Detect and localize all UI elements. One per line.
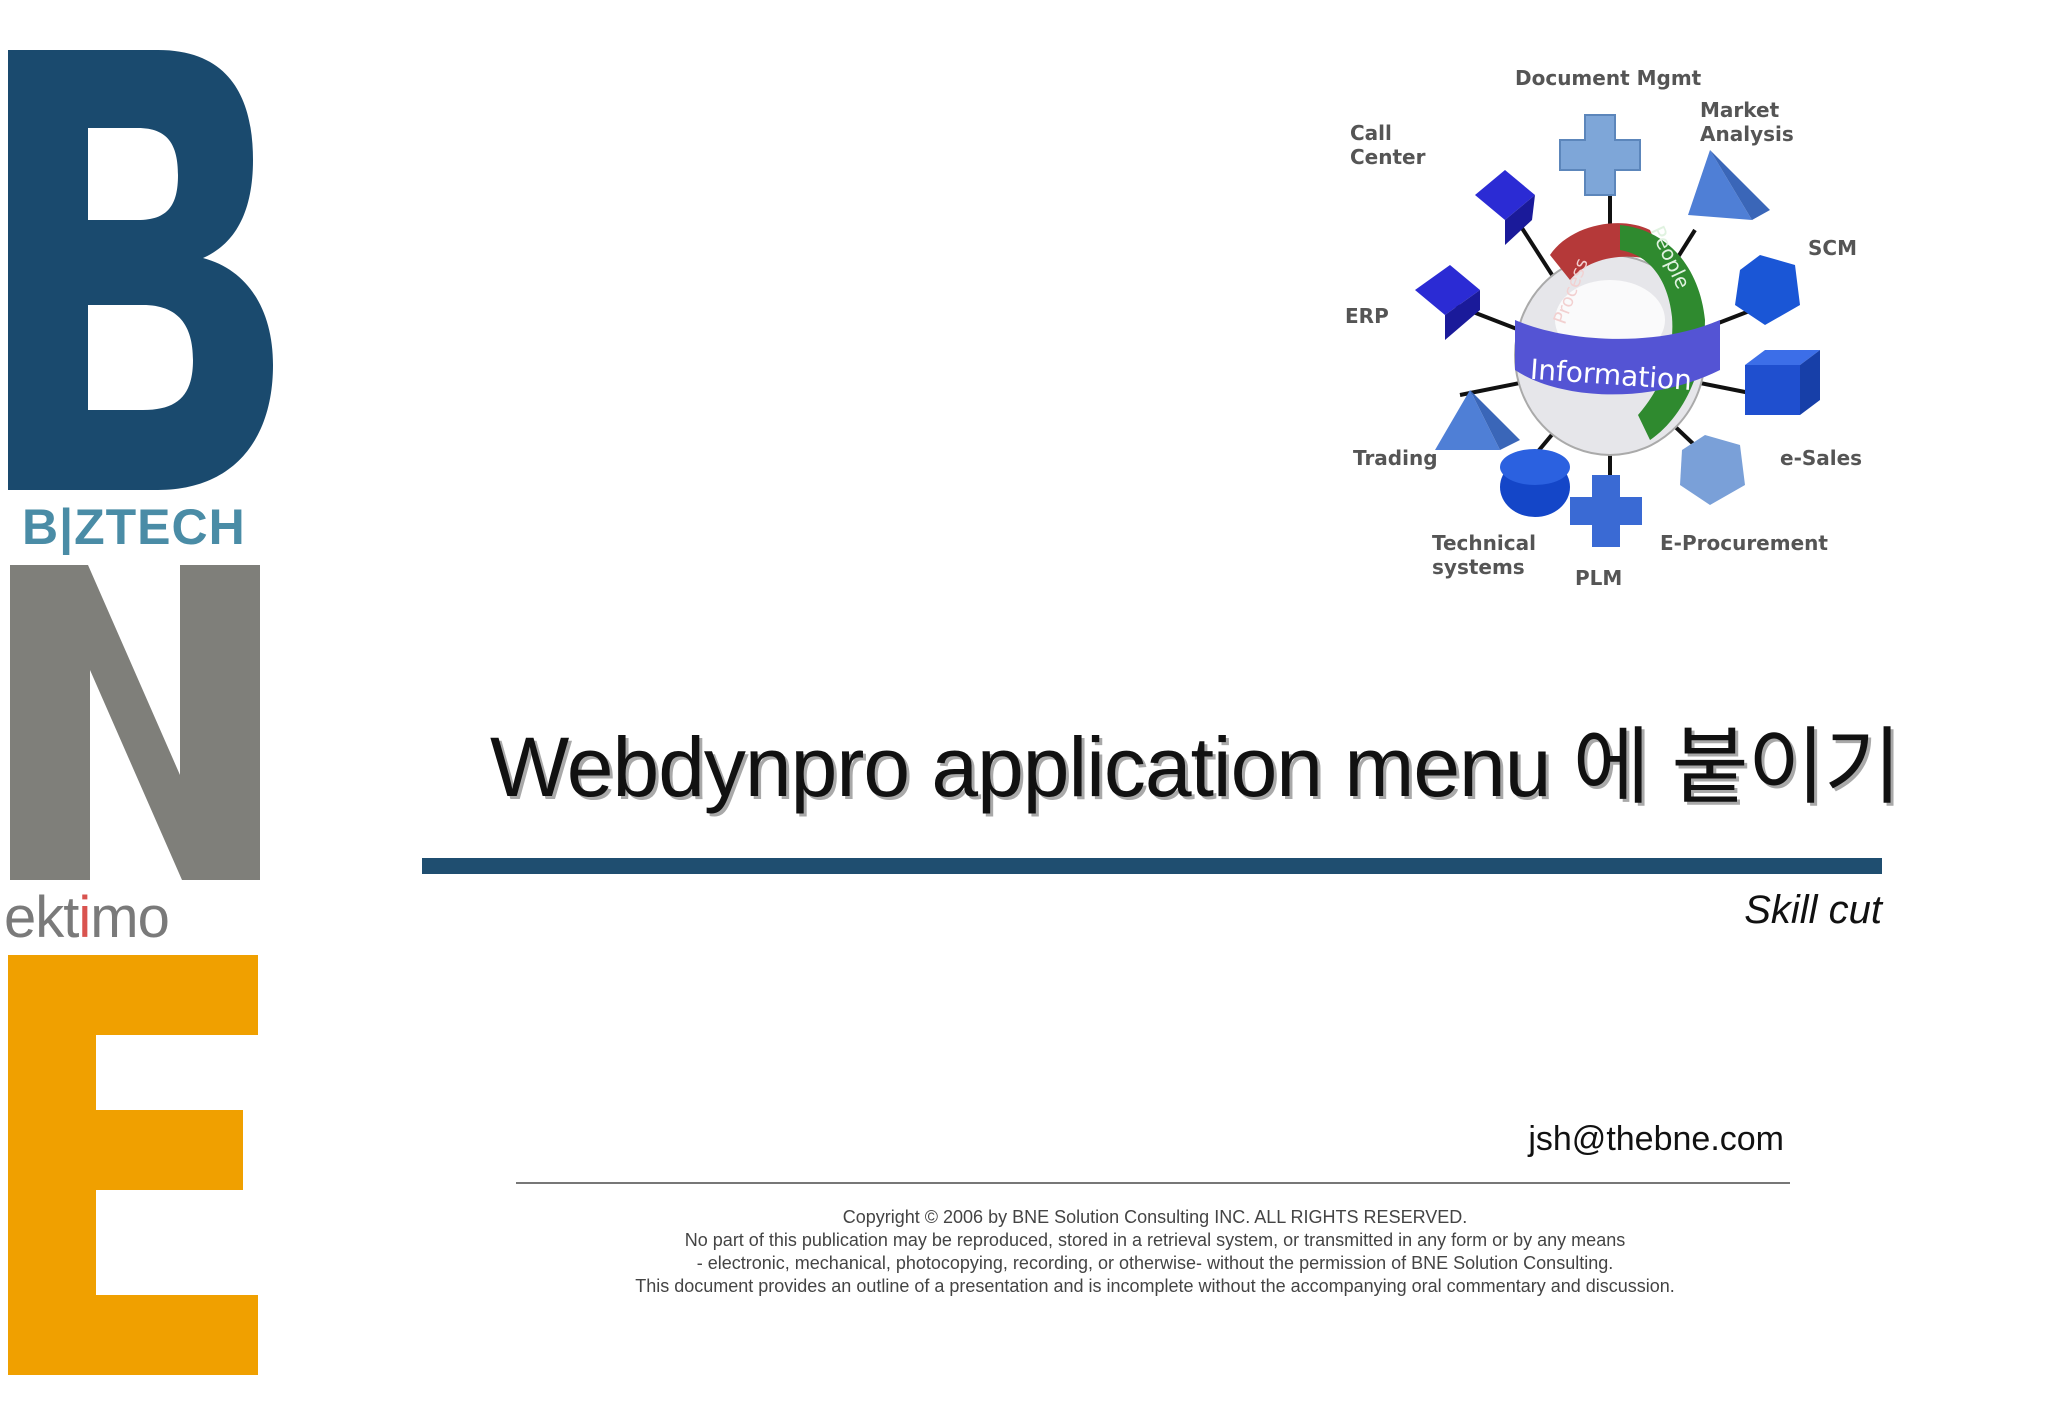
node-label-eprocurement: E-Procurement — [1660, 531, 1828, 555]
biztech-logo: B|ZTECH — [22, 499, 246, 555]
ektimo-logo-text: ektimo — [4, 885, 170, 950]
copyright-line: This document provides an outline of a p… — [635, 1276, 1675, 1296]
node-eprocurement-icon — [1680, 435, 1745, 505]
footer-divider — [516, 1182, 1790, 1184]
node-label-esales: e-Sales — [1780, 446, 1862, 470]
title-divider — [422, 858, 1882, 874]
page-title: Webdynpro application menu 에 붙이기 — [490, 720, 1901, 814]
business-hub-diagram: Information Process People Document Mgmt… — [1345, 66, 1862, 590]
copyright-line: No part of this publication may be repro… — [684, 1230, 1626, 1250]
node-technical-icon — [1500, 449, 1570, 517]
node-label-document: Document Mgmt — [1515, 66, 1702, 90]
node-esales-icon — [1745, 350, 1820, 415]
node-erp-icon — [1415, 265, 1480, 340]
contact-email: jsh@thebne.com — [1528, 1120, 1784, 1158]
node-document-icon — [1559, 114, 1641, 196]
node-plm-icon — [1570, 475, 1642, 547]
brand-logo-column: B|ZTECH ektimo — [0, 0, 290, 1418]
node-label-scm: SCM — [1808, 236, 1857, 260]
copyright-notice: Copyright © 2006 by BNE Solution Consult… — [560, 1206, 1750, 1298]
node-call-center-icon — [1475, 170, 1535, 245]
ektimo-logo: ektimo — [4, 884, 170, 951]
node-label-plm: PLM — [1575, 566, 1622, 590]
information-globe-icon: Information Process People — [1514, 222, 1720, 456]
brand-letter-e-icon — [8, 955, 258, 1375]
page-subtitle: Skill cut — [1744, 888, 1882, 932]
brand-letter-b-icon — [8, 50, 273, 490]
node-market-icon — [1688, 150, 1770, 220]
copyright-line: Copyright © 2006 by BNE Solution Consult… — [842, 1207, 1468, 1227]
brand-letter-n-icon — [10, 565, 260, 880]
node-label-trading: Trading — [1353, 446, 1438, 470]
node-trading-icon — [1435, 390, 1520, 450]
node-label-erp: ERP — [1345, 304, 1389, 328]
node-scm-icon — [1735, 255, 1800, 325]
copyright-line: - electronic, mechanical, photocopying, … — [696, 1253, 1614, 1273]
